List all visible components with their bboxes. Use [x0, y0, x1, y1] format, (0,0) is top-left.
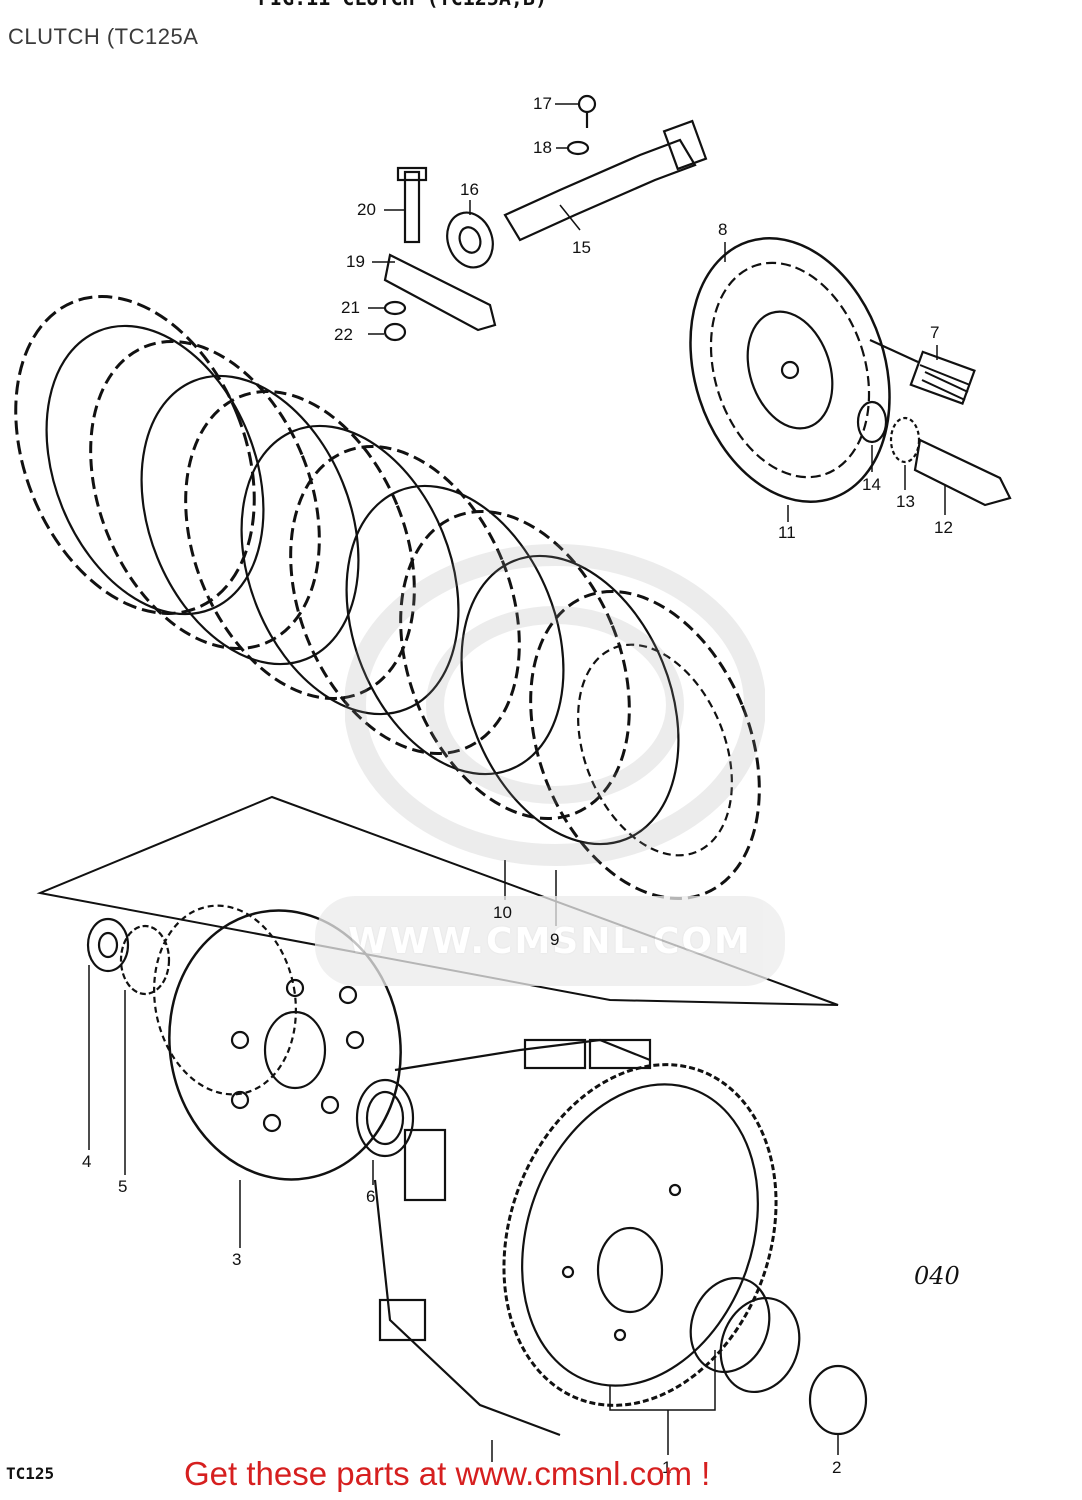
callout-3: 3 — [232, 1250, 242, 1269]
callout-4: 4 — [82, 1152, 92, 1171]
callout-6: 6 — [366, 1187, 376, 1206]
pressure-plate — [689, 237, 891, 503]
callout-11: 11 — [778, 523, 796, 542]
spring-bolt-set — [856, 339, 1012, 507]
callout-10: 10 — [493, 903, 512, 922]
callout-22: 22 — [334, 325, 353, 344]
parts-shop-link[interactable]: Get these parts at www.cmsnl.com ! — [184, 1455, 711, 1492]
callout-5: 5 — [118, 1177, 128, 1196]
clutch-sleeve-hub — [86, 904, 415, 1181]
callout-12: 12 — [934, 518, 953, 537]
callout-13: 13 — [896, 492, 915, 511]
watermark-logo — [345, 544, 765, 866]
clutch-housing — [373, 1038, 868, 1437]
page-code: 040 — [914, 1262, 960, 1290]
callout-15: 15 — [572, 238, 591, 257]
callout-19: 19 — [346, 252, 365, 271]
callout-18: 18 — [533, 138, 552, 157]
figure-caption: FIG.11 CLUTCH (TC125A,B) — [258, 0, 547, 10]
callout-9: 9 — [550, 930, 560, 949]
callout-7: 7 — [930, 323, 940, 342]
callout-17: 17 — [533, 94, 552, 113]
callout-20: 20 — [357, 200, 376, 219]
callout-16: 16 — [460, 180, 479, 199]
callout-8: 8 — [718, 220, 728, 239]
callout-14: 14 — [862, 475, 881, 494]
page-title: CLUTCH (TC125A — [8, 24, 199, 49]
clutch-plate-stack — [14, 295, 761, 900]
watermark-banner: WWW.CMSNL.COM — [315, 896, 785, 986]
callout-2: 2 — [832, 1458, 842, 1477]
release-shaft-assembly — [383, 94, 708, 342]
model-code: TC125 — [6, 1464, 55, 1483]
callout-21: 21 — [341, 298, 360, 317]
callout-1: 1 — [662, 1458, 672, 1477]
